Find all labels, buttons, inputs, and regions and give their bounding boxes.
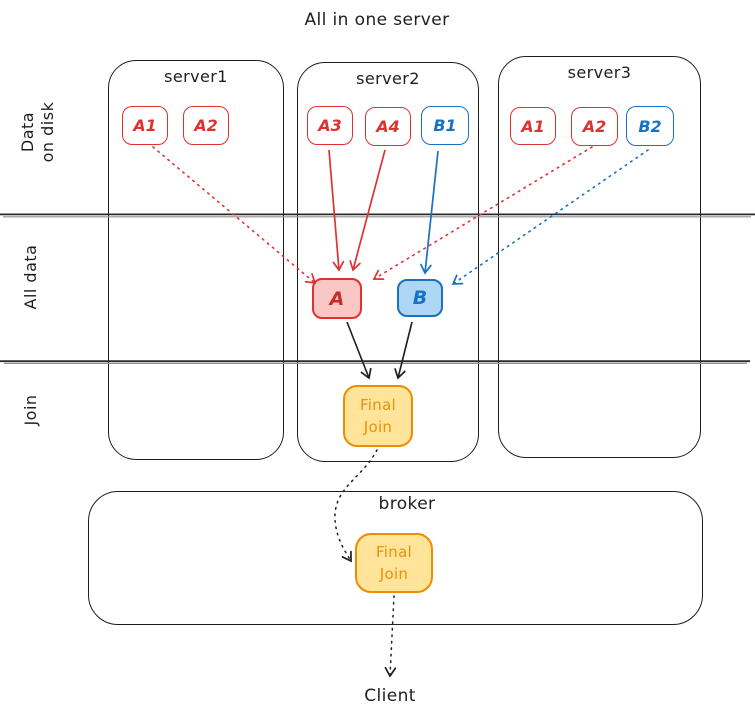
row-label-disk-line1: Data <box>18 111 37 153</box>
final-join-broker-box: Final Join <box>355 533 433 593</box>
broker-box <box>88 491 703 625</box>
chip-label: A2 <box>582 117 607 136</box>
chip-label: A3 <box>318 116 342 135</box>
chip-server3-a1: A1 <box>510 107 556 145</box>
row-label-data-on-disk: Data on disk <box>18 102 58 163</box>
final-join-line2: Join <box>363 418 393 436</box>
chip-server1-a2: A2 <box>183 106 229 145</box>
server1-label: server1 <box>164 67 228 86</box>
chip-label: A4 <box>376 117 400 136</box>
final-join-line2: Join <box>379 565 409 583</box>
final-join-line1: Final <box>359 395 397 414</box>
chip-server3-a2: A2 <box>571 107 618 146</box>
node-b-label: B <box>412 287 428 309</box>
node-a-label: A <box>329 287 345 310</box>
chip-server2-b1: B1 <box>421 106 469 145</box>
chip-label: A2 <box>194 116 218 135</box>
chip-server3-b2: B2 <box>626 106 674 146</box>
chip-server1-a1: A1 <box>122 106 168 145</box>
row-label-join: Join <box>21 394 40 426</box>
final-join-line1: Final <box>375 542 413 561</box>
row-label-all-data: All data <box>21 244 40 310</box>
node-b: B <box>397 279 443 317</box>
client-label: Client <box>364 686 416 706</box>
row-label-disk-line2: on disk <box>38 101 57 163</box>
chip-label: A1 <box>133 116 157 135</box>
broker-label: broker <box>378 494 436 514</box>
chip-label: B2 <box>638 116 662 136</box>
diagram-title: All in one server <box>304 10 450 30</box>
chip-label: B1 <box>433 116 457 135</box>
server3-label: server3 <box>567 63 632 82</box>
chip-server2-a3: A3 <box>307 106 353 145</box>
server2-label: server2 <box>356 69 420 88</box>
chip-server2-a4: A4 <box>365 107 411 146</box>
final-join-server-box: Final Join <box>343 385 413 447</box>
chip-label: A1 <box>521 116 545 136</box>
node-a: A <box>312 278 362 319</box>
